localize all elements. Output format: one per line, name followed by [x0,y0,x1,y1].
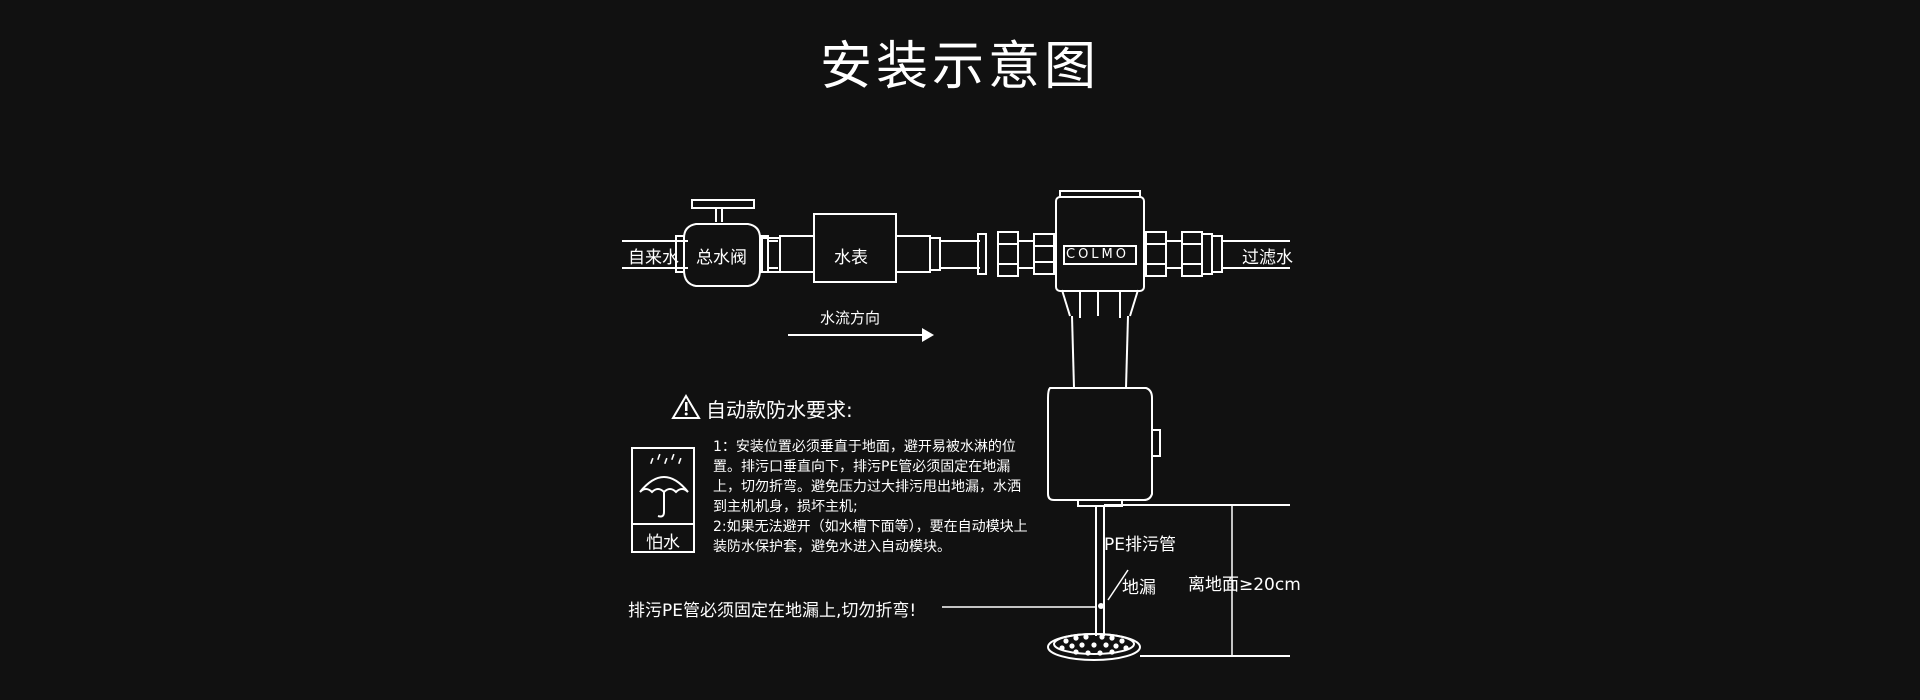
page-title: 安装示意图 [819,37,1100,97]
union-left [977,231,1055,277]
waterproof-note-1: 1：安装位置必须垂直于地面，避开易被水淋的位置。排污口垂直向下，排污PE管必须固… [713,439,1021,515]
arrow-right-icon [922,328,934,342]
water-meter-label: 水表 [834,248,868,268]
brand-logo: COLMO [1066,247,1130,262]
main-valve [675,199,769,287]
main-valve-label: 总水阀 [696,248,747,268]
height-guide [1104,504,1290,657]
outlet-label: 过滤水 [1242,248,1293,268]
waterproof-note-2: 2:如果无法避开（如水槽下面等），要在自动模块上装防水保护套，避免水进入自动模块… [713,519,1028,555]
filter-head [1055,190,1145,318]
waterproof-heading: 自动款防水要求: [706,398,853,422]
union-right [1145,231,1223,277]
filter-bowl [1047,315,1161,507]
waterproof-icon-box [631,447,695,553]
water-meter [779,213,941,283]
drain-holes [1059,634,1129,656]
waterproof-notes: 1：安装位置必须垂直于地面，避开易被水淋的位置。排污口垂直向下，排污PE管必须固… [713,437,1033,557]
waterproof-icon-label: 怕水 [646,533,680,553]
floor-drain-label: 地漏 [1122,578,1156,598]
warning-triangle [671,394,701,419]
pe-pipe-label: PE排污管 [1104,535,1176,555]
pe-pipe-note: 排污PE管必须固定在地漏上,切勿折弯! [628,601,917,621]
pe-drain-pipe [1095,506,1105,636]
umbrella-rain-icon [650,453,682,465]
floor-drain [1047,633,1141,661]
height-label: 离地面≥20cm [1188,575,1301,595]
flow-direction-label: 水流方向 [820,309,881,327]
inlet-label: 自来水 [628,248,679,268]
outlet-pipe [1222,240,1290,269]
